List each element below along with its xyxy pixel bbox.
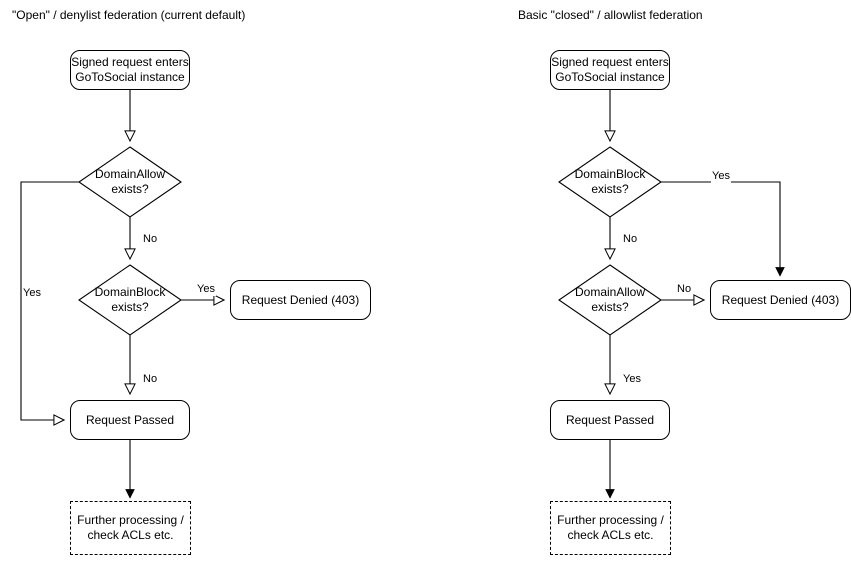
node-domainblock-left[interactable]: DomainBlock exists? [70,280,190,320]
node-further-processing-left-line2: check ACLs etc. [87,528,174,542]
edge-label-domainblock-yes-right: Yes [711,170,731,183]
panel-title-allowlist: Basic "closed" / allowlist federation [518,8,703,22]
node-entry-left-line1: Signed request enters [71,55,189,69]
node-further-processing-left-line1: Further processing / [77,513,184,527]
node-further-processing-right-line1: Further processing / [557,513,664,527]
edge-label-domainblock-no-left: No [142,373,159,386]
edge-label-domainallow-no-right: No [676,283,693,296]
edge-label-domainblock-no-right: No [622,233,639,246]
node-entry-right-line2: GoToSocial instance [555,70,665,84]
edge-domainallow-yes-left [20,181,79,420]
node-domainblock-right-line2: exists? [591,182,629,196]
node-domainallow-left-line1: DomainAllow [94,167,166,181]
node-domainallow-left[interactable]: DomainAllow exists? [70,162,190,202]
node-entry-right-line1: Signed request enters [551,55,669,69]
node-entry-left-line2: GoToSocial instance [75,70,185,84]
edge-domainblock-yes-right [661,181,780,275]
node-domainblock-left-line1: DomainBlock [94,285,166,299]
node-domainallow-left-line2: exists? [111,182,149,196]
node-domainallow-right-line1: DomainAllow [574,285,646,299]
node-request-passed-right[interactable]: Request Passed [550,400,670,440]
edge-label-domainallow-yes-right: Yes [622,373,642,386]
node-domainblock-right-line1: DomainBlock [574,167,646,181]
edge-label-domainblock-yes-left: Yes [196,283,216,296]
edge-label-domainallow-yes-left: Yes [22,287,42,300]
edge-label-domainallow-no-left: No [142,233,159,246]
node-entry-right[interactable]: Signed request enters GoToSocial instanc… [550,50,670,90]
node-entry-left[interactable]: Signed request enters GoToSocial instanc… [70,50,190,90]
node-domainallow-right[interactable]: DomainAllow exists? [550,280,670,320]
node-further-processing-right-line2: check ACLs etc. [567,528,654,542]
panel-title-denylist: "Open" / denylist federation (current de… [12,8,246,22]
node-domainblock-left-line2: exists? [111,300,149,314]
node-further-processing-left[interactable]: Further processing / check ACLs etc. [70,501,191,555]
node-domainallow-right-line2: exists? [591,300,629,314]
node-request-denied-right[interactable]: Request Denied (403) [710,280,851,320]
node-request-denied-left[interactable]: Request Denied (403) [230,280,371,320]
node-domainblock-right[interactable]: DomainBlock exists? [550,162,670,202]
node-further-processing-right[interactable]: Further processing / check ACLs etc. [550,501,671,555]
node-request-passed-left[interactable]: Request Passed [70,400,190,440]
